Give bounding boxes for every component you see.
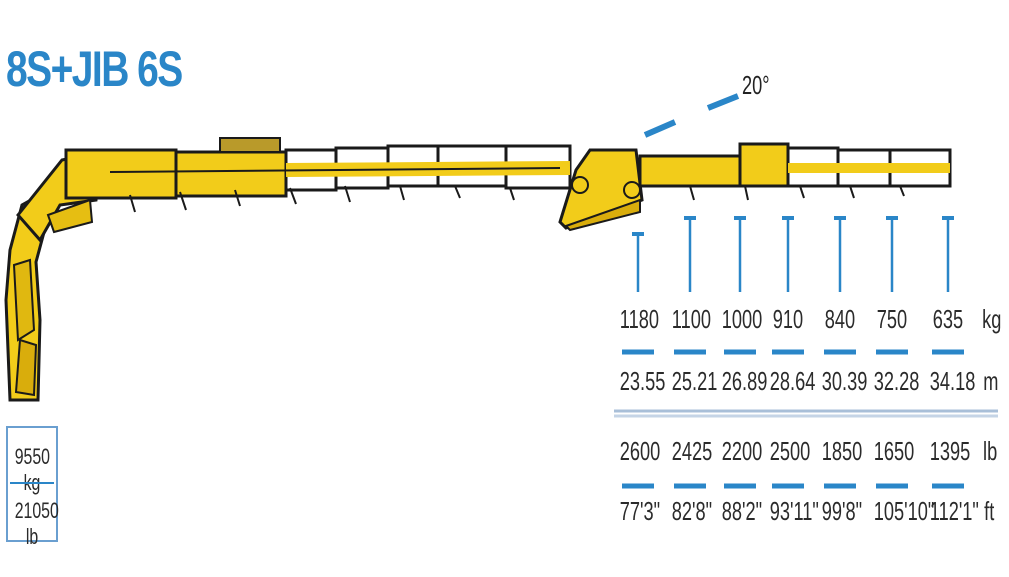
load-value-kg: 1000: [721, 304, 763, 334]
unit-lb: lb: [983, 436, 998, 466]
load-value-ft: 88'2": [721, 496, 763, 526]
load-value-kg: 840: [824, 304, 856, 334]
base-capacity-lb: 21050 lb: [14, 498, 59, 549]
load-value-kg: 750: [876, 304, 908, 334]
load-value-lb: 1850: [821, 436, 863, 466]
load-value-lb: 2500: [769, 436, 811, 466]
load-value-kg: 910: [772, 304, 804, 334]
unit-m: m: [983, 366, 999, 396]
unit-ft: ft: [984, 496, 995, 526]
base-capacity-kg: 9550 kg: [14, 444, 50, 495]
load-value-m: 30.39: [821, 366, 868, 396]
page-title: 8S+JIB 6S: [6, 41, 183, 97]
load-value-m: 34.18: [929, 366, 976, 396]
jib-angle-label: 20°: [742, 70, 770, 100]
load-value-m: 23.55: [619, 366, 666, 396]
base-capacity-box: 9550 kg 21050 lb: [6, 426, 59, 549]
main-boom: [64, 137, 572, 213]
load-value-m: 28.64: [769, 366, 816, 396]
load-value-lb: 1650: [873, 436, 915, 466]
load-value-ft: 105'10": [873, 496, 935, 526]
load-value-lb: 2600: [619, 436, 661, 466]
table-lines: [614, 349, 998, 489]
load-value-m: 25.21: [671, 366, 718, 396]
jib-angle-indicator: [643, 93, 740, 138]
load-value-ft: 93'11": [769, 496, 819, 526]
load-value-ft: 112'1": [929, 496, 979, 526]
load-value-kg: 1100: [671, 304, 711, 334]
load-value-lb: 1395: [929, 436, 971, 466]
unit-kg: kg: [982, 304, 1002, 334]
jib-knuckle: [558, 148, 644, 232]
load-value-lb: 2425: [671, 436, 713, 466]
load-value-ft: 99'8": [821, 496, 863, 526]
load-value-kg: 635: [932, 304, 964, 334]
reach-markers: [632, 216, 954, 292]
load-value-lb: 2200: [721, 436, 763, 466]
load-value-m: 32.28: [873, 366, 920, 396]
load-value-ft: 82'8": [671, 496, 713, 526]
jib-boom: [638, 142, 952, 201]
load-value-ft: 77'3": [619, 496, 661, 526]
base-capacity-divider: [10, 482, 54, 484]
load-value-kg: 1180: [619, 304, 659, 334]
load-value-m: 26.89: [721, 366, 768, 396]
